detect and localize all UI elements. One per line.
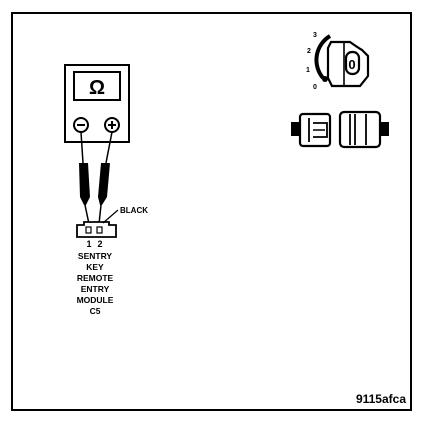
connector-female-half <box>338 110 382 149</box>
module-name-label: SENTRY KEY REMOTE ENTRY MODULE C5 <box>77 251 114 316</box>
module-line-5: MODULE <box>77 295 114 305</box>
right-probe <box>98 163 110 205</box>
key-slot <box>344 50 361 76</box>
module-connector <box>76 221 117 238</box>
separated-connector-icon <box>291 110 389 149</box>
module-line-6: C5 <box>90 306 101 316</box>
module-line-3: REMOTE <box>77 273 114 283</box>
negative-jack <box>73 117 89 133</box>
position-2-label: 2 <box>307 48 311 55</box>
pin-2-cavity <box>96 226 103 234</box>
pin-1-label: 1 <box>86 239 91 249</box>
wire-color-label: BLACK <box>120 206 148 215</box>
key-mark: 0 <box>348 57 355 72</box>
module-line-4: ENTRY <box>81 284 110 294</box>
right-wire-stub <box>380 122 389 136</box>
rotation-arc <box>314 34 332 80</box>
positive-jack <box>104 117 120 133</box>
module-line-2: KEY <box>86 262 104 272</box>
ohmmeter: Ω <box>64 64 130 143</box>
position-0-dot <box>322 76 328 82</box>
position-0-label: 0 <box>313 84 317 91</box>
position-3-label: 3 <box>313 32 317 39</box>
left-wire-stub <box>291 122 301 136</box>
meter-display <box>73 71 121 101</box>
left-probe <box>79 163 90 205</box>
ohm-symbol: Ω <box>89 77 105 99</box>
black-leader-line <box>102 209 119 224</box>
module-line-1: SENTRY <box>78 251 112 261</box>
test-leads <box>79 131 113 225</box>
pin-1-cavity <box>85 226 92 234</box>
position-1-label: 1 <box>306 67 310 74</box>
figure-code: 9115afca <box>356 392 406 406</box>
diagram-frame <box>11 12 412 411</box>
ignition-switch-icon: 3 2 1 0 0 <box>306 32 370 91</box>
pin-2-label: 2 <box>97 239 102 249</box>
